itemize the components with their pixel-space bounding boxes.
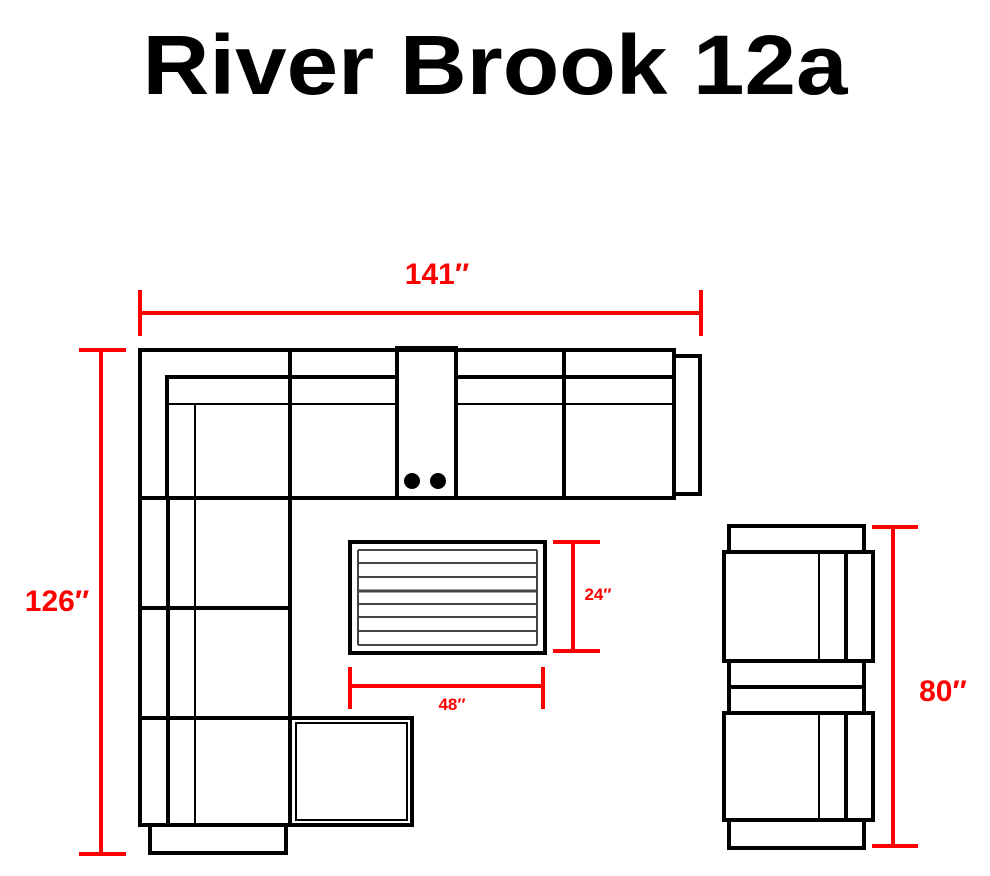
sectional-top-row	[138, 346, 702, 500]
dimension-label-126: 126″	[25, 585, 89, 618]
dimension-label-141: 141″	[405, 258, 469, 291]
ottoman	[288, 716, 414, 827]
dimension-table-width-48: 48″	[348, 667, 545, 714]
dimension-label-24: 24″	[584, 585, 611, 604]
dimension-width-141: 141″	[138, 258, 703, 336]
club-chairs	[722, 524, 875, 850]
dimension-chairs-80: 80″	[872, 525, 967, 848]
cup-holder-icon	[404, 473, 420, 489]
sectional-back-cushion	[148, 823, 288, 855]
cup-holder-icon	[430, 473, 446, 489]
chair-bottom	[722, 711, 875, 822]
dimension-depth-126: 126″	[25, 348, 126, 856]
sectional-left-column	[138, 496, 414, 855]
chair-top	[722, 550, 875, 663]
dimension-table-depth-24: 24″	[553, 540, 612, 653]
dimension-label-80: 80″	[919, 675, 967, 708]
page-title: River Brook 12a	[143, 18, 849, 112]
coffee-table	[348, 540, 547, 655]
console-table	[395, 346, 458, 500]
dimension-label-48: 48″	[438, 695, 465, 714]
